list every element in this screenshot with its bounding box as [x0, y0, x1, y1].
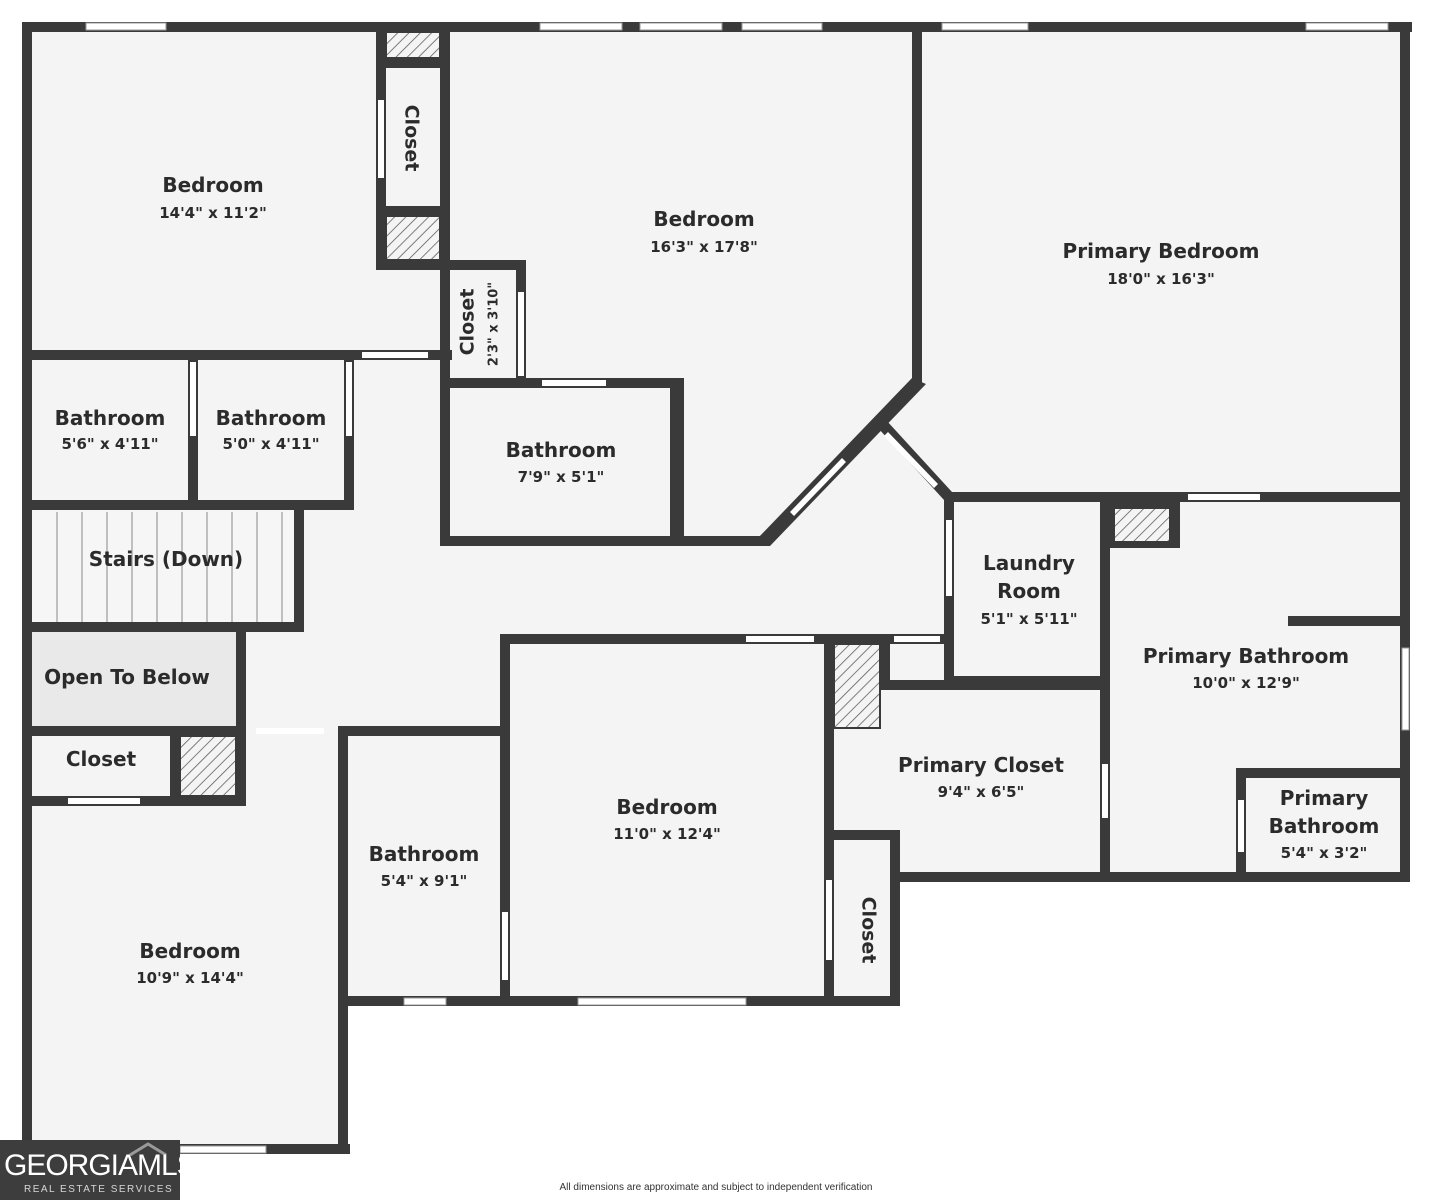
door-openings [68, 100, 1260, 980]
room-bedroom-sw: Bedroom 10'9" x 14'4" [136, 939, 244, 987]
room-dimensions: 5'1" x 5'11" [980, 610, 1077, 628]
room-dimensions: 9'4" x 6'5" [938, 783, 1025, 801]
room-name: Bathroom [506, 438, 617, 462]
hatched-chases [179, 31, 1180, 797]
room-name-line-1: Laundry [983, 551, 1075, 575]
logo-wordmark: GEORGIAMLS [4, 1149, 197, 1182]
room-labels: Bedroom 14'4" x 11'2" Closet Bedroom 16'… [44, 105, 1379, 987]
room-dimensions: 16'3" x 17'8" [650, 238, 758, 256]
room-name: Primary Closet [898, 753, 1064, 777]
room-dimensions: 14'4" x 11'2" [159, 204, 267, 222]
room-bedroom-nw: Bedroom 14'4" x 11'2" [159, 173, 267, 222]
dimensions-disclaimer: All dimensions are approximate and subje… [559, 1182, 873, 1193]
room-dimensions: 5'6" x 4'11" [61, 435, 158, 453]
room-laundry: Laundry Room 5'1" x 5'11" [980, 551, 1077, 628]
house-roof-icon [129, 1142, 167, 1156]
room-name-line-1: Primary [1280, 786, 1369, 810]
floor-areas [28, 28, 1406, 1148]
room-dimensions: 2'3" x 3'10" [487, 282, 502, 366]
room-closet-left: Closet [66, 747, 137, 771]
room-name: Bedroom [139, 939, 240, 963]
room-closet-upper: Closet [401, 105, 423, 172]
room-bedroom-south: Bedroom 11'0" x 12'4" [613, 795, 721, 843]
room-dimensions: 7'9" x 5'1" [518, 468, 605, 486]
room-dimensions: 10'0" x 12'9" [1192, 674, 1300, 692]
room-name: Bathroom [369, 842, 480, 866]
room-bathroom-b: Bathroom 5'0" x 4'11" [216, 406, 327, 453]
room-name-line-2: Room [997, 579, 1061, 603]
room-name: Closet [457, 289, 479, 356]
room-name: Bedroom [653, 207, 754, 231]
room-dimensions: 5'0" x 4'11" [222, 435, 319, 453]
room-name: Primary Bathroom [1143, 644, 1349, 668]
room-name: Bedroom [616, 795, 717, 819]
room-open-below: Open To Below [44, 665, 210, 689]
room-closet-small: Closet 2'3" x 3'10" [457, 282, 502, 366]
room-stairs: Stairs (Down) [89, 547, 243, 571]
stairs-treads [32, 510, 298, 624]
room-name: Bathroom [55, 406, 166, 430]
room-bathroom-a: Bathroom 5'6" x 4'11" [55, 406, 166, 453]
room-name: Closet [66, 747, 137, 771]
room-dimensions: 5'4" x 3'2" [1281, 844, 1368, 862]
room-name: Primary Bedroom [1063, 239, 1260, 263]
georgiamls-logo: GEORGIAMLS REAL ESTATE SERVICES [0, 1140, 197, 1200]
windows [85, 22, 1410, 1154]
room-bedroom-center: Bedroom 16'3" x 17'8" [650, 207, 758, 256]
room-primary-bath-small: Primary Bathroom 5'4" x 3'2" [1269, 786, 1380, 862]
room-closet-right: Closet [858, 897, 880, 964]
room-name: Bathroom [216, 406, 327, 430]
room-name-line-2: Bathroom [1269, 814, 1380, 838]
room-primary-closet: Primary Closet 9'4" x 6'5" [898, 753, 1064, 801]
room-name: Bedroom [162, 173, 263, 197]
room-primary-bathroom: Primary Bathroom 10'0" x 12'9" [1143, 644, 1349, 692]
room-dimensions: 18'0" x 16'3" [1107, 270, 1215, 288]
room-bathroom-c: Bathroom 7'9" x 5'1" [506, 438, 617, 486]
room-bathroom-d: Bathroom 5'4" x 9'1" [369, 842, 480, 890]
room-dimensions: 5'4" x 9'1" [381, 872, 468, 890]
room-primary-bedroom: Primary Bedroom 18'0" x 16'3" [1063, 239, 1260, 288]
room-name: Closet [858, 897, 880, 964]
logo-tagline: REAL ESTATE SERVICES [24, 1184, 174, 1195]
room-name: Stairs (Down) [89, 547, 243, 571]
room-name: Closet [401, 105, 423, 172]
room-dimensions: 11'0" x 12'4" [613, 825, 721, 843]
room-dimensions: 10'9" x 14'4" [136, 969, 244, 987]
room-name: Open To Below [44, 665, 210, 689]
